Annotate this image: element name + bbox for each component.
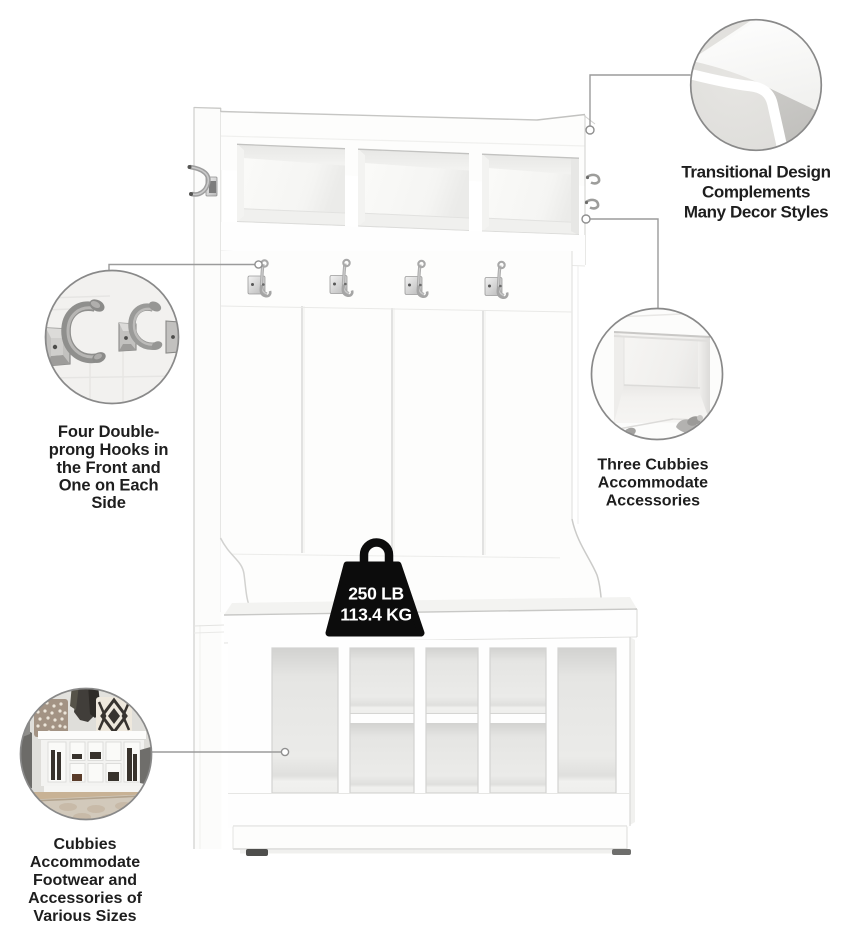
svg-text:Accommodate: Accommodate [598, 475, 708, 492]
svg-text:Accessories: Accessories [606, 492, 700, 509]
svg-text:Footwear and: Footwear and [33, 872, 137, 889]
svg-text:Side: Side [91, 494, 125, 512]
svg-text:Four Double-: Four Double- [58, 423, 159, 441]
svg-text:the Front and: the Front and [57, 459, 161, 477]
svg-text:One on Each: One on Each [59, 477, 159, 495]
svg-text:Transitional Design: Transitional Design [681, 162, 830, 181]
svg-text:Complements: Complements [702, 183, 810, 202]
svg-text:Cubbies: Cubbies [53, 836, 116, 853]
svg-text:Various Sizes: Various Sizes [33, 908, 136, 925]
svg-text:250 LB: 250 LB [348, 584, 404, 604]
svg-text:prong Hooks in: prong Hooks in [49, 441, 169, 459]
svg-text:Accessories of: Accessories of [28, 890, 143, 907]
svg-text:Three Cubbies: Three Cubbies [597, 457, 708, 474]
svg-text:Many Decor Styles: Many Decor Styles [684, 202, 828, 221]
svg-text:113.4 KG: 113.4 KG [340, 605, 412, 625]
svg-text:Accommodate: Accommodate [30, 854, 140, 871]
